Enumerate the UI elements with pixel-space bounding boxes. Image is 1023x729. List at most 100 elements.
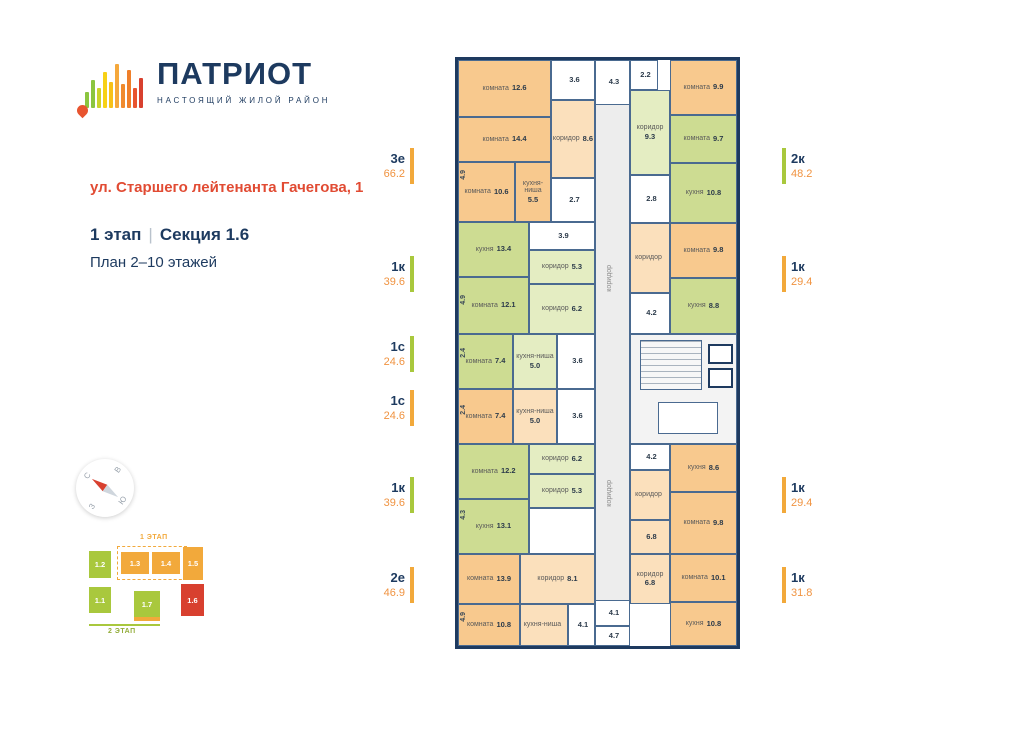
logo-title: ПАТРИОТ (157, 56, 313, 91)
balcony-label: 4.3 (460, 510, 467, 520)
logo-text: ПАТРИОТ НАСТОЯЩИЙ ЖИЛОЙ РАЙОН (157, 58, 330, 105)
apartment-type: 3е (390, 151, 405, 167)
badge-stripe (410, 336, 414, 372)
apartment-area: 39.6 (383, 496, 405, 509)
site-block-label: 1.1 (94, 595, 106, 605)
badge-stripe (782, 477, 786, 513)
apartment-type: 1с (390, 339, 405, 355)
balcony-label: 2.4 (460, 405, 467, 415)
site-block: 1.4 (152, 552, 180, 574)
apartment-area: 29.4 (791, 275, 813, 288)
elevator-hall (658, 402, 718, 434)
room (529, 508, 595, 554)
site-map-stage2-line (89, 624, 160, 626)
badge-stripe (782, 256, 786, 292)
site-block: 1.7 (134, 591, 160, 617)
room: 3.6 (557, 389, 595, 444)
stage-label: 1 этап (90, 225, 142, 244)
balcony-label: 2.4 (460, 348, 467, 358)
room: кухня-ниша (520, 604, 568, 646)
logo-subtitle: НАСТОЯЩИЙ ЖИЛОЙ РАЙОН (157, 96, 331, 105)
elevator-icon (708, 368, 733, 388)
stairs-icon (640, 340, 702, 390)
site-block-label: 1.4 (160, 558, 172, 568)
room: 3.9 (529, 222, 595, 250)
apartment-type: 2е (390, 570, 405, 586)
room: 3.6 (557, 334, 595, 389)
apartment-area: 24.6 (383, 409, 405, 422)
compass-rose: С Ю З В (65, 448, 146, 529)
site-block: 1.1 (89, 587, 111, 613)
balcony-label: 4.9 (460, 295, 467, 305)
room: 2.8 (630, 175, 670, 223)
elevator-icon (708, 344, 733, 364)
compass-west-label: З (86, 501, 98, 512)
apartment-area: 39.6 (383, 275, 405, 288)
apartment-area: 29.4 (791, 496, 813, 509)
corridor-label: коридор (606, 265, 613, 292)
apartment-area: 31.8 (791, 586, 813, 599)
site-map-stage1-label: 1 ЭТАП (140, 534, 168, 541)
site-block-label: 1.6 (187, 595, 198, 605)
compass-icon: С Ю З В (76, 459, 134, 517)
site-block: 1.3 (121, 552, 149, 574)
badge-stripe (410, 567, 414, 603)
apartment-area: 46.9 (383, 586, 405, 599)
room: 4.2 (630, 293, 670, 334)
corridor-strip (595, 60, 630, 646)
apartment-type: 1к (791, 259, 805, 275)
site-block-label: 1.3 (129, 558, 141, 568)
compass-east-label: В (112, 464, 124, 475)
logo-bars-icon (74, 58, 147, 119)
room: 4.3 (595, 60, 630, 105)
section-label: Секция 1.6 (159, 225, 250, 244)
balcony-label: 4.9 (460, 170, 467, 180)
balcony-label: 4.9 (460, 612, 467, 622)
room: 4.2 (630, 444, 670, 470)
room: 2.2 (630, 60, 658, 90)
room: 2.7 (551, 178, 595, 222)
room: 6.8 (630, 520, 670, 554)
badge-stripe (410, 477, 414, 513)
apartment-area: 48.2 (791, 167, 813, 180)
site-block-label: 1.2 (94, 560, 106, 569)
site-block: 1.6 (181, 584, 204, 616)
address-line: ул. Старшего лейтенанта Гачегова, 1 (90, 179, 364, 196)
room: 4.1 (568, 604, 595, 646)
site-block-accent (134, 617, 160, 621)
apartment-type: 1к (791, 570, 805, 586)
corridor-label: коридор (606, 480, 613, 507)
apartment-area: 24.6 (383, 355, 405, 368)
plan-range-label: План 2–10 этажей (90, 254, 217, 271)
